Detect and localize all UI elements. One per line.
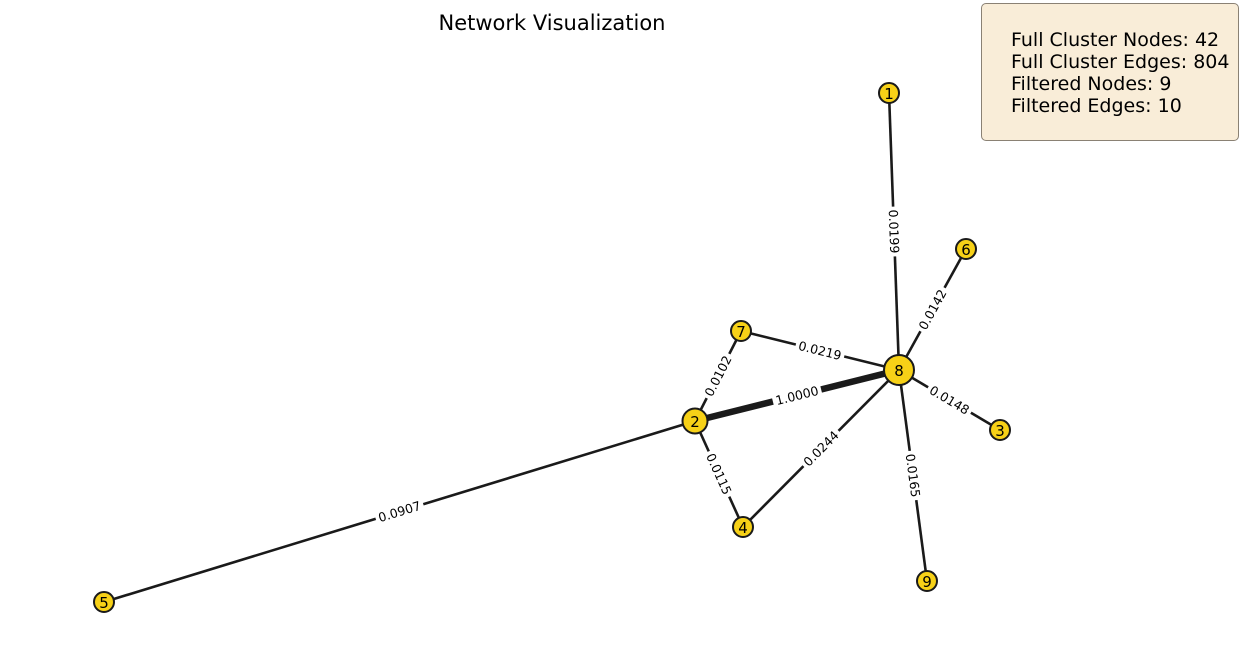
node-5: 5: [93, 591, 115, 613]
diagram-title: Network Visualization: [438, 11, 666, 35]
edge-label: 0.0244: [800, 428, 842, 470]
nodes-layer: 1 2 3 4 5 6 7 8 9: [93, 82, 1011, 613]
edge-label-group: 0.0115: [700, 447, 738, 501]
edge-label-background: [913, 283, 952, 336]
node-label: 4: [738, 519, 748, 537]
edge-label-background: [793, 336, 847, 365]
stats-value: 10: [1157, 95, 1182, 117]
node-label: 2: [690, 413, 700, 431]
node-label: 8: [894, 362, 904, 380]
edges-layer: [103, 92, 1001, 604]
stats-label: Full Cluster Edges: [1011, 51, 1181, 73]
node-6: 6: [955, 238, 977, 260]
node-label: 1: [884, 85, 894, 103]
node-circle: [878, 82, 900, 104]
node-1: 1: [878, 82, 900, 104]
stats-value: 42: [1194, 29, 1220, 51]
node-2: 2: [681, 407, 709, 435]
stats-line-filtered-edges: Filtered Edges: 10: [1011, 95, 1182, 117]
edge-label: 0.0102: [701, 353, 734, 399]
edge-label: 0.0219: [797, 338, 843, 363]
node-label: 6: [961, 241, 971, 259]
node-circle: [955, 238, 977, 260]
node-circle: [916, 570, 938, 592]
edge-label-group: 0.0165: [901, 449, 925, 502]
stats-label: Filtered Nodes: [1011, 73, 1147, 95]
node-4: 4: [732, 516, 754, 538]
edge-label-group: 1.0000: [770, 381, 824, 410]
node-circle: [732, 516, 754, 538]
edge-label-background: [901, 449, 925, 502]
edge-label-background: [884, 206, 904, 257]
stats-panel: Full Cluster Nodes: 42 Full Cluster Edge…: [981, 3, 1239, 141]
node-circle: [681, 407, 709, 435]
node-circle: [730, 320, 752, 342]
node-9: 9: [916, 570, 938, 592]
edge-label-background: [797, 424, 845, 473]
stats-line-full-edges: Full Cluster Edges: 804: [1011, 51, 1230, 73]
edge-label: 1.0000: [774, 383, 820, 408]
edge-label-background: [699, 349, 737, 403]
node-8: 8: [883, 354, 915, 386]
stats-label: Filtered Edges: [1011, 95, 1146, 117]
stats-value: 9: [1159, 73, 1172, 95]
stats-label: Full Cluster Nodes: [1011, 29, 1183, 51]
edge-label-group: 0.0199: [884, 206, 904, 257]
edge-label-background: [700, 447, 738, 501]
edge-label-group: 0.0148: [923, 379, 976, 421]
edge-label: 0.0907: [376, 498, 422, 525]
stats-line-full-nodes: Full Cluster Nodes: 42: [1011, 29, 1220, 51]
node-label: 5: [99, 594, 109, 612]
node-label: 9: [922, 573, 932, 591]
edge-label-group: 0.0102: [699, 349, 737, 403]
edge-label: 0.0199: [886, 209, 903, 253]
node-circle: [93, 591, 115, 613]
node-7: 7: [730, 320, 752, 342]
node-label: 3: [995, 422, 1005, 440]
edge-label-group: 0.0219: [793, 336, 847, 365]
node-3: 3: [989, 419, 1011, 441]
edge-label-background: [770, 381, 824, 410]
edge-label-background: [373, 496, 426, 527]
node-circle: [989, 419, 1011, 441]
edge-label: 0.0115: [703, 451, 735, 497]
edge-label-background: [923, 379, 976, 421]
node-circle: [883, 354, 915, 386]
stats-line-filtered-nodes: Filtered Nodes: 9: [1011, 73, 1172, 95]
edge-label-group: 0.0142: [913, 283, 952, 336]
edge-label-group: 0.0244: [797, 424, 845, 473]
edge-label-group: 0.0907: [373, 496, 426, 527]
node-label: 7: [736, 323, 746, 341]
edge-label: 0.0165: [903, 453, 924, 498]
stats-value: 804: [1193, 51, 1230, 73]
